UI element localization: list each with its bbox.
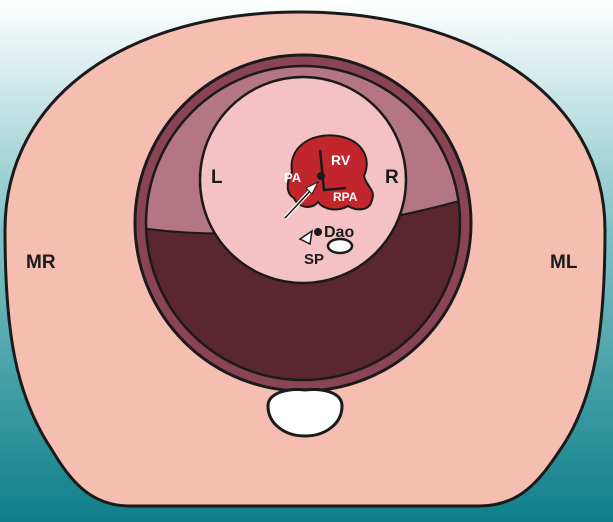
sp-ellipse [328, 239, 352, 253]
label-mr: MR [26, 252, 56, 273]
spine-opening [268, 390, 342, 436]
label-rpa: RPA [333, 190, 358, 204]
vessel-dot [317, 172, 325, 180]
label-rv: RV [331, 152, 351, 168]
label-dao: Dao [324, 224, 354, 241]
label-right: R [385, 167, 399, 188]
label-left: L [211, 167, 223, 188]
dao-vessel [314, 228, 322, 236]
label-ml: ML [550, 252, 578, 273]
label-pa: PA [284, 170, 302, 185]
label-sp: SP [304, 251, 324, 268]
